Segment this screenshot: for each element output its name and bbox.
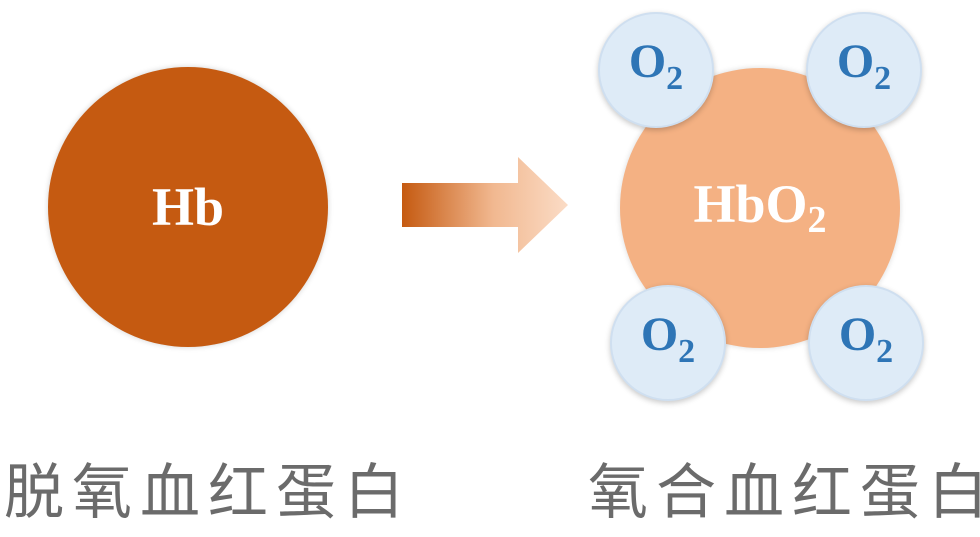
- oxygen-subscript: 2: [678, 333, 696, 370]
- deoxyhemoglobin-circle: Hb: [48, 67, 328, 347]
- oxygen-bubble: O2: [806, 12, 922, 128]
- hbo2-label: HbO2: [693, 177, 826, 239]
- hbo2-label-main: HbO: [693, 174, 808, 234]
- oxygen-label: O2: [837, 38, 891, 96]
- oxygen-label: O2: [839, 311, 893, 369]
- oxygen-subscript: 2: [874, 60, 892, 97]
- oxygen-label: O2: [641, 311, 695, 369]
- oxygen-symbol: O: [640, 308, 679, 361]
- oxygen-bubble: O2: [598, 12, 714, 128]
- oxygen-label: O2: [629, 38, 683, 96]
- oxygen-bubble: O2: [808, 285, 924, 401]
- deoxyhemoglobin-caption: 脱氧血红蛋白: [4, 458, 412, 528]
- oxygen-symbol: O: [836, 35, 875, 88]
- oxyhemoglobin-caption: 氧合血红蛋白: [588, 458, 980, 528]
- hbo2-label-subscript: 2: [807, 199, 827, 241]
- oxygen-subscript: 2: [876, 333, 894, 370]
- oxygen-bubble: O2: [610, 285, 726, 401]
- reaction-arrow: [402, 157, 568, 253]
- oxygen-symbol: O: [838, 308, 877, 361]
- hb-label: Hb: [151, 177, 225, 237]
- oxygen-symbol: O: [628, 35, 667, 88]
- oxygen-subscript: 2: [666, 60, 684, 97]
